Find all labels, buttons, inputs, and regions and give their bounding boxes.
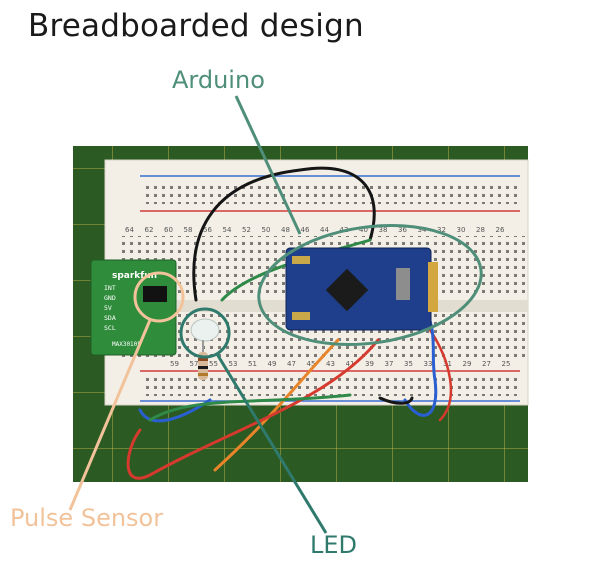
breadboard-number-bottom: 45 <box>307 360 316 368</box>
breadboard-number-bottom: 27 <box>482 360 491 368</box>
breadboard-number-top: 26 <box>496 226 505 234</box>
breadboard-number-top: 52 <box>242 226 251 234</box>
diagram-title: Breadboarded design <box>28 8 364 44</box>
breadboard-number-bottom: 25 <box>502 360 511 368</box>
green-wire-lower <box>148 393 352 422</box>
orange-wire <box>213 338 340 472</box>
led-component-icon <box>190 318 220 370</box>
breadboard-number-bottom: 55 <box>209 360 218 368</box>
red-wire-right <box>428 328 453 422</box>
pulse-sensor-label: Pulse Sensor <box>10 504 164 532</box>
module-brand: sparkfun <box>112 271 157 281</box>
breadboard-number-top: 44 <box>320 226 329 234</box>
black-wire <box>192 166 376 302</box>
module-part: MAX30105 <box>112 341 141 348</box>
breadboard-number-top: 28 <box>476 226 485 234</box>
breadboard-number-top: 60 <box>164 226 173 234</box>
breadboard-number-top: 50 <box>262 226 271 234</box>
breadboard-number-bottom: 47 <box>287 360 296 368</box>
breadboard-number-top: 30 <box>457 226 466 234</box>
breadboard-number-bottom: 53 <box>229 360 238 368</box>
arduino-board-icon <box>285 247 438 331</box>
breadboard-number-top: 48 <box>281 226 290 234</box>
breadboard-number-top: 38 <box>379 226 388 234</box>
breadboard-number-bottom: 59 <box>170 360 179 368</box>
breadboard-number-top: 64 <box>125 226 134 234</box>
breadboard-number-bottom: 43 <box>326 360 335 368</box>
breadboard-number-top: 56 <box>203 226 212 234</box>
module-pin-label: GND <box>104 294 116 302</box>
red-wire <box>126 338 380 480</box>
module-pin-label: 5V <box>104 304 112 312</box>
breadboard-number-bottom: 35 <box>404 360 413 368</box>
breadboard-number-bottom: 39 <box>365 360 374 368</box>
breadboard-number-top: 62 <box>145 226 154 234</box>
breadboard-number-bottom: 37 <box>385 360 394 368</box>
breadboard-number-bottom: 33 <box>424 360 433 368</box>
arduino-label: Arduino <box>172 66 265 94</box>
breadboard-number-top: 36 <box>398 226 407 234</box>
breadboard-number-top: 34 <box>418 226 427 234</box>
module-pin-label: SDA <box>104 314 116 322</box>
led-annotation <box>179 307 328 534</box>
breadboard-number-top: 54 <box>223 226 232 234</box>
breadboard-number-top: 32 <box>437 226 446 234</box>
module-pin-label: SCL <box>104 324 116 332</box>
breadboard-number-bottom: 51 <box>248 360 257 368</box>
breadboard-number-top: 40 <box>359 226 368 234</box>
wires <box>126 166 453 480</box>
breadboard-number-bottom: 49 <box>268 360 277 368</box>
module-pin-label: INT <box>104 284 116 292</box>
breadboard-number-bottom: 29 <box>463 360 472 368</box>
led-label: LED <box>310 531 358 559</box>
arduino-annotation <box>234 95 483 347</box>
resistor-icon <box>198 352 208 380</box>
breadboard-number-top: 58 <box>184 226 193 234</box>
breadboard-number-bottom: 41 <box>346 360 355 368</box>
breadboard-number-top: 46 <box>301 226 310 234</box>
black-wire-lower <box>378 396 414 405</box>
breadboard-number-bottom: 57 <box>190 360 199 368</box>
pulse-sensor-module-icon: sparkfun INT GND 5V SDA SCL MAX30105 <box>90 259 177 356</box>
pulse-sensor-annotation <box>68 271 185 511</box>
